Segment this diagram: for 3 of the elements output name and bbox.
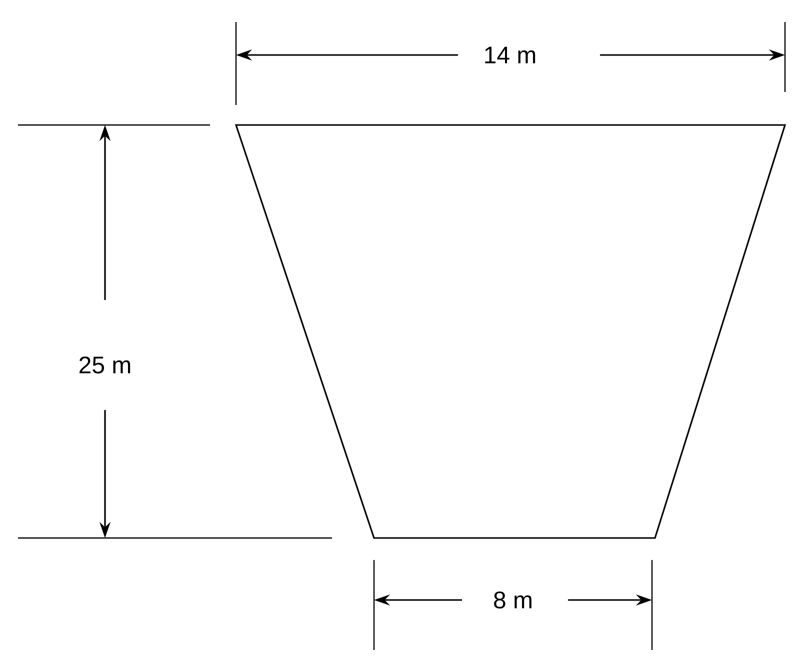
dimension-label: 14 m: [485, 46, 536, 64]
dimension-label: 8 m: [494, 592, 532, 608]
dimension-label: 25 m: [80, 356, 130, 374]
